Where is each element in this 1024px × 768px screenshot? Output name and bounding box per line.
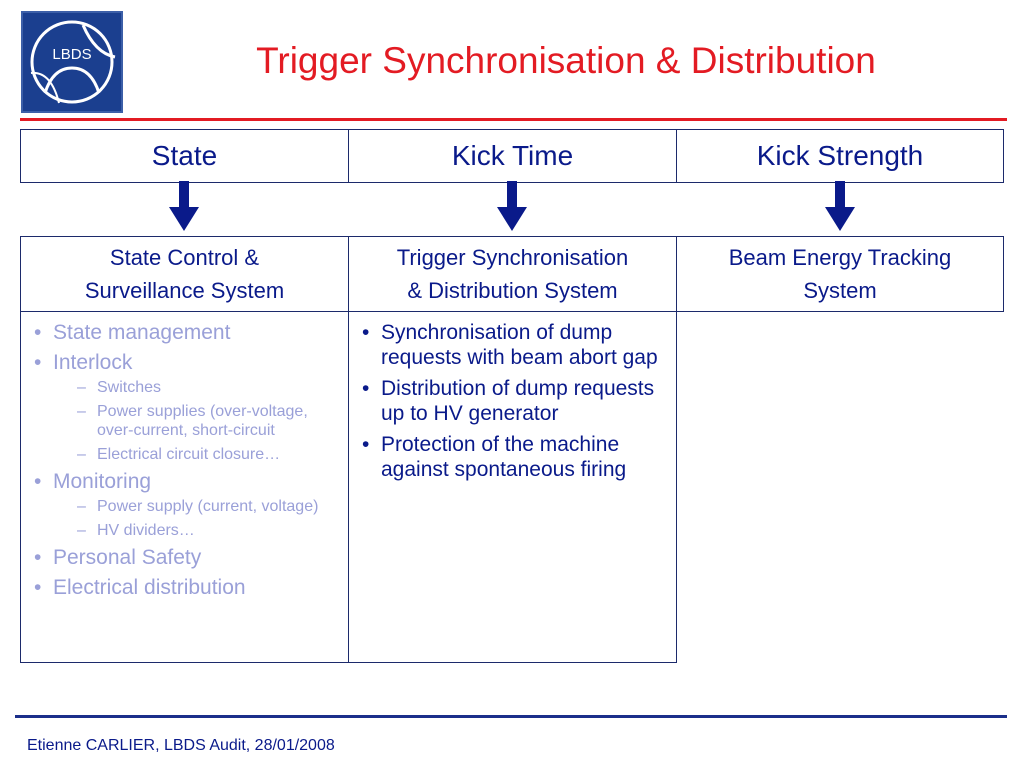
system-state-control: State Control & Surveillance System [20, 236, 349, 312]
list-item: Synchronisation of dump requests with be… [357, 320, 662, 370]
sub-list: Power supply (current, voltage) HV divid… [53, 497, 348, 540]
down-arrow-icon [169, 181, 199, 231]
system-line: Beam Energy Tracking [728, 245, 952, 270]
list-item: Interlock Switches Power supplies (over-… [29, 350, 348, 464]
footer-divider [15, 715, 1007, 718]
lbds-emblem-icon [30, 20, 116, 104]
list-item: Protection of the machine against sponta… [357, 432, 662, 482]
system-trigger-sync: Trigger Synchronisation & Distribution Sy… [348, 236, 677, 312]
system-line: Surveillance System [84, 278, 285, 303]
kick-time-details-cell: Synchronisation of dump requests with be… [348, 311, 677, 663]
down-arrow-icon [825, 181, 855, 231]
system-line: State Control & [109, 245, 260, 270]
header-kick-strength: Kick Strength [676, 129, 1004, 183]
header-kick-time: Kick Time [348, 129, 677, 183]
list-item: Electrical distribution [29, 575, 348, 600]
sub-list: Switches Power supplies (over-voltage, o… [53, 378, 348, 464]
system-line: System [803, 278, 877, 303]
page-title: Trigger Synchronisation & Distribution [256, 40, 876, 81]
sub-list-item: Electrical circuit closure… [53, 445, 348, 464]
list-item: State management [29, 320, 348, 345]
state-details-cell: State management Interlock Switches Powe… [20, 311, 349, 663]
kick-time-bullet-list: Synchronisation of dump requests with be… [357, 320, 676, 482]
list-item: Monitoring Power supply (current, voltag… [29, 469, 348, 540]
system-line: & Distribution System [407, 278, 618, 303]
sub-list-item: Power supplies (over-voltage, over-curre… [53, 402, 348, 440]
sub-list-item: HV dividers… [53, 521, 348, 540]
down-arrow-icon [497, 181, 527, 231]
footer-text: Etienne CARLIER, LBDS Audit, 28/01/2008 [27, 737, 335, 754]
system-line: Trigger Synchronisation [396, 245, 629, 270]
sub-list-item: Power supply (current, voltage) [53, 497, 348, 516]
title-divider [20, 118, 1007, 121]
logo-text: LBDS [52, 46, 92, 63]
state-bullet-list: State management Interlock Switches Powe… [29, 320, 348, 600]
list-item: Personal Safety [29, 545, 348, 570]
header-state: State [20, 129, 349, 183]
list-item: Distribution of dump requests up to HV g… [357, 376, 662, 426]
sub-list-item: Switches [53, 378, 348, 397]
lbds-logo: LBDS [21, 11, 123, 113]
